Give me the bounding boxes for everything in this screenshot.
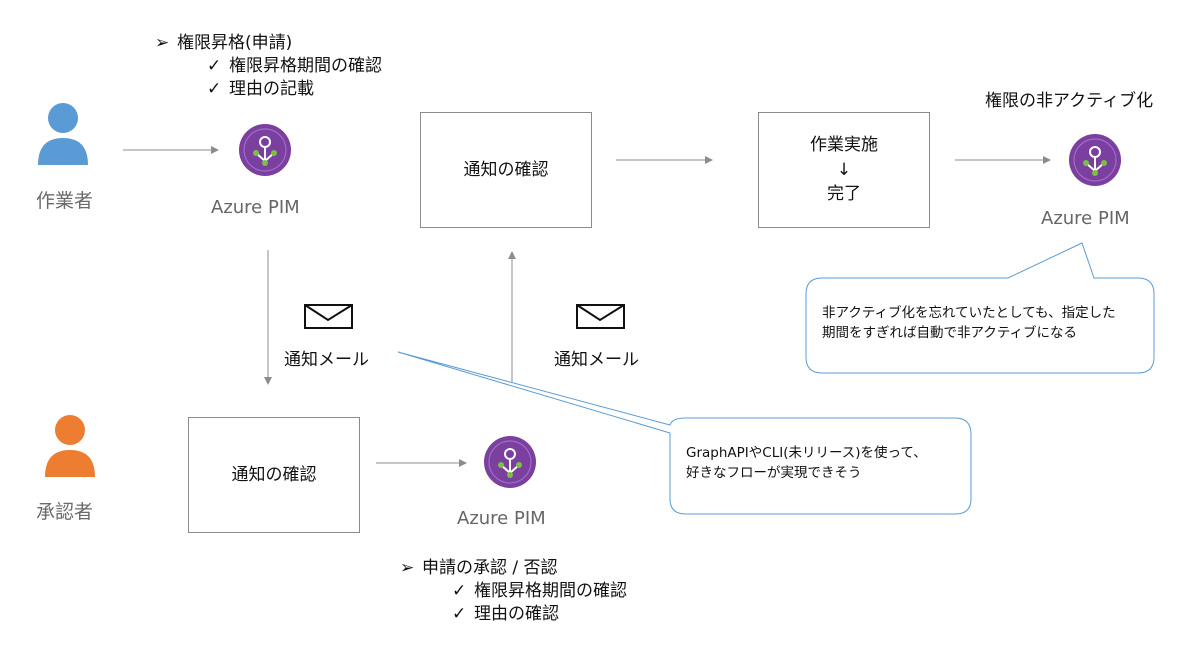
callout-graph-api-shape bbox=[397, 351, 972, 515]
request-notes-item: ✓権限昇格期間の確認 bbox=[207, 55, 382, 76]
azure-pim-icon-bottom bbox=[484, 436, 536, 488]
azure-pim-label-bottom: Azure PIM bbox=[457, 508, 546, 529]
request-notes-title-row: ➢ 権限昇格(申請) bbox=[155, 32, 382, 55]
notify-check-box-bottom: 通知の確認 bbox=[188, 417, 360, 533]
check-icon: ✓ bbox=[452, 603, 467, 624]
request-notes-item: ✓理由の記載 bbox=[207, 78, 314, 99]
down-arrow-icon: ↓ bbox=[836, 159, 852, 180]
approval-notes-title: 申請の承認 / 否認 bbox=[422, 558, 558, 578]
request-notes: ➢ 権限昇格(申請) ✓権限昇格期間の確認 ✓理由の記載 bbox=[155, 32, 382, 101]
approver-person-icon bbox=[45, 415, 95, 477]
approval-notes-item: ✓理由の確認 bbox=[452, 603, 559, 624]
mail-label-left: 通知メール bbox=[284, 350, 369, 370]
callout-auto-deactivate-text: 非アクティブ化を忘れていたとしても、指定した 期間をすぎれば自動で非アクティブに… bbox=[822, 305, 1116, 342]
mail-icon-left bbox=[304, 304, 353, 329]
approver-label: 承認者 bbox=[36, 501, 94, 523]
work-line2: 完了 bbox=[827, 184, 861, 205]
approval-notes-title-row: ➢ 申請の承認 / 否認 bbox=[400, 557, 627, 580]
deactivate-title: 権限の非アクティブ化 bbox=[985, 91, 1154, 111]
check-icon: ✓ bbox=[207, 78, 222, 99]
notify-check-box-top: 通知の確認 bbox=[420, 112, 592, 228]
check-icon: ✓ bbox=[452, 580, 467, 601]
notify-check-top-text: 通知の確認 bbox=[463, 159, 549, 180]
work-line1: 作業実施 bbox=[810, 135, 878, 156]
arrow-bullet-icon: ➢ bbox=[400, 558, 415, 578]
azure-pim-label-right: Azure PIM bbox=[1041, 208, 1130, 229]
approval-notes-item: ✓権限昇格期間の確認 bbox=[452, 580, 627, 601]
arrow-bullet-icon: ➢ bbox=[155, 33, 170, 53]
callout-graph-api-text: GraphAPIやCLI(未リリース)を使って、 好きなフローが実現できそう bbox=[686, 445, 927, 482]
mail-icon-right bbox=[576, 304, 625, 329]
check-icon: ✓ bbox=[207, 55, 222, 76]
notify-check-bottom-text: 通知の確認 bbox=[231, 464, 317, 485]
work-complete-box: 作業実施 ↓ 完了 bbox=[758, 112, 930, 228]
azure-pim-label-left: Azure PIM bbox=[211, 197, 300, 218]
mail-label-right: 通知メール bbox=[554, 350, 639, 370]
worker-label: 作業者 bbox=[36, 190, 94, 212]
request-notes-title: 権限昇格(申請) bbox=[177, 33, 293, 53]
approval-notes: ➢ 申請の承認 / 否認 ✓権限昇格期間の確認 ✓理由の確認 bbox=[400, 557, 627, 626]
azure-pim-icon-left bbox=[239, 124, 291, 176]
callout-auto-deactivate-shape bbox=[805, 242, 1155, 374]
worker-person-icon bbox=[38, 103, 88, 165]
azure-pim-icon-right bbox=[1069, 134, 1121, 186]
